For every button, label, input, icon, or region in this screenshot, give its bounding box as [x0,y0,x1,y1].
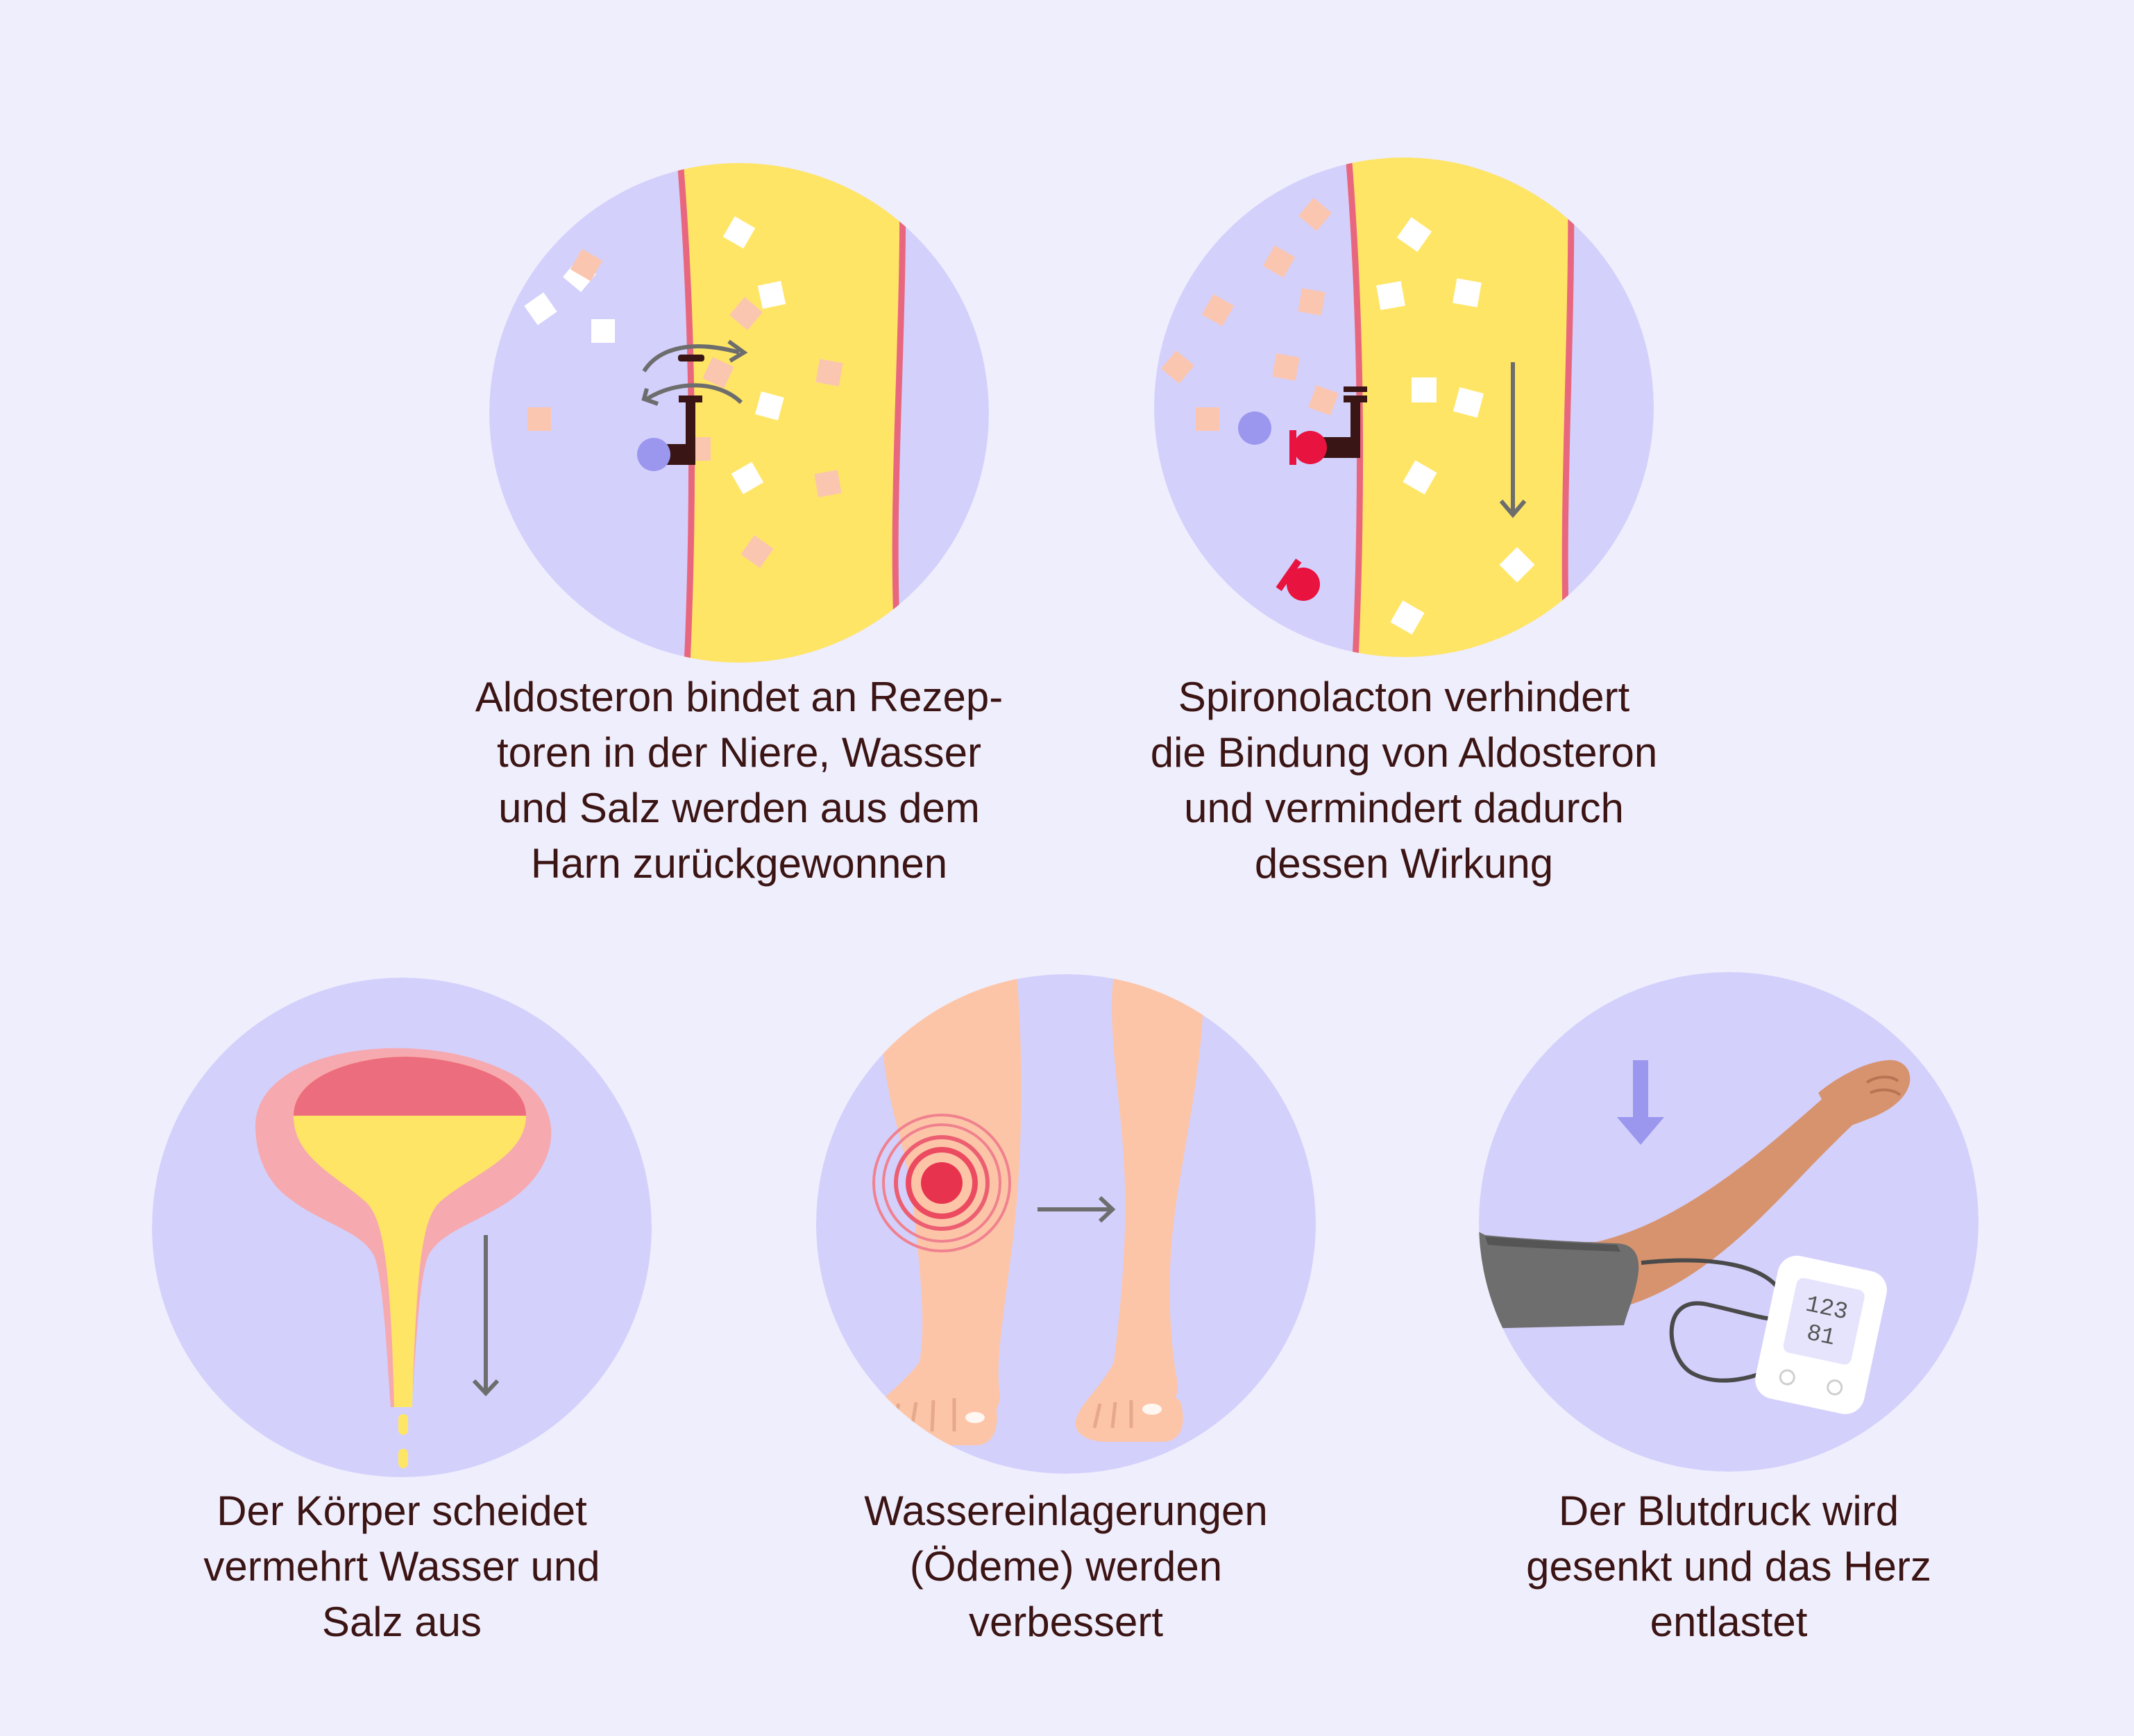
aldosterone-molecule [1238,411,1271,445]
salt-particles-white [524,216,786,495]
right-arrow-icon [1038,1195,1116,1223]
monitor-reading-diastolic: 81 [1804,1320,1838,1352]
panel-aldosterone: Aldosteron bindet an Rezep- toren in der… [475,160,1003,887]
spironolacton-molecule-free [1276,559,1320,601]
kidney-receptor-icon [489,163,989,663]
exchange-arrows-icon [641,339,748,406]
receptor [1289,386,1367,465]
urine-drops [398,1414,408,1468]
down-arrow-icon [1499,362,1527,518]
down-arrow-icon [472,1235,500,1397]
panel-bloodpressure: 123 81 Der Blutdruck wird gesenkt und da… [1478,971,1979,1645]
caption-excretion: Der Körper scheidet vermehrt Wasser und … [203,1488,600,1645]
panel-spironolacton: Spironolacton verhindert die Bindung von… [1151,154,1657,887]
panel-excretion: Der Körper scheidet vermehrt Wasser und … [151,977,652,1645]
cuff [1479,1232,1639,1329]
receptor-blocked-icon [1154,158,1654,657]
monitor: 123 81 [1755,1255,1887,1414]
tube [1641,1258,1789,1383]
salt-particles-peach [1161,198,1339,431]
bladder-icon [152,978,652,1477]
caption-bloodpressure: Der Blutdruck wird gesenkt und das Herz … [1526,1488,1931,1645]
caption-spironolacton: Spironolacton verhindert die Bindung von… [1150,674,1658,887]
aldosterone-molecule [637,438,670,471]
caption-aldosterone: Aldosteron bindet an Rezep- toren in der… [475,674,1004,887]
blood-pressure-monitor-icon: 123 81 [1479,972,1979,1472]
legs-icon [816,974,1316,1474]
receptor [637,355,704,471]
down-arrow-blue-icon [1617,1060,1664,1145]
pain-target-icon [872,1114,1011,1252]
caption-edema: Wassereinlagerungen (Ödeme) werden verbe… [864,1488,1268,1645]
panel-edema: Wassereinlagerungen (Ödeme) werden verbe… [815,973,1316,1645]
normal-leg [1107,974,1204,1418]
spironolacton-molecule [1294,431,1327,464]
